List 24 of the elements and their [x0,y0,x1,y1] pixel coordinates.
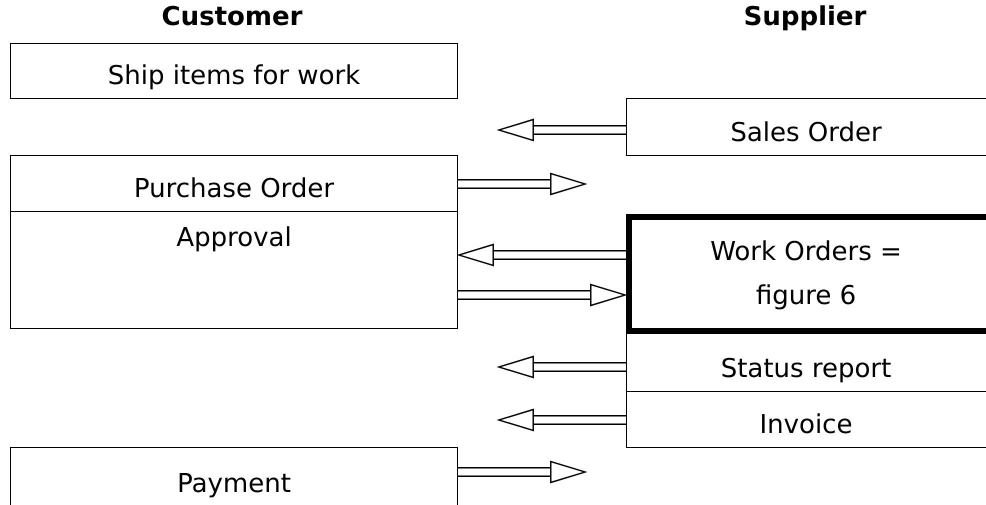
process-box [626,391,986,448]
box-label: Sales Order [730,117,882,150]
box-label: Status report [720,353,892,386]
box-label: Payment [177,468,291,501]
box-label: Purchase Order [134,173,334,206]
block-arrow [498,356,626,378]
block-arrow [498,408,626,432]
box-label: Invoice [760,409,852,442]
process-box [10,155,458,212]
block-arrow [458,172,586,196]
process-box [626,98,986,156]
column-heading: Supplier [744,2,866,32]
block-arrow [498,118,626,142]
block-arrow [458,284,626,306]
column-heading: Customer [162,2,302,32]
process-box [626,214,986,334]
process-box [10,43,458,99]
box-label: Approval [176,222,292,255]
box-label: Ship items for work [108,60,360,93]
block-arrow [458,244,626,266]
box-label: Work Orders = figure 6 [709,236,903,313]
block-arrow [458,460,586,484]
process-box [10,211,458,329]
process-box [10,447,458,505]
